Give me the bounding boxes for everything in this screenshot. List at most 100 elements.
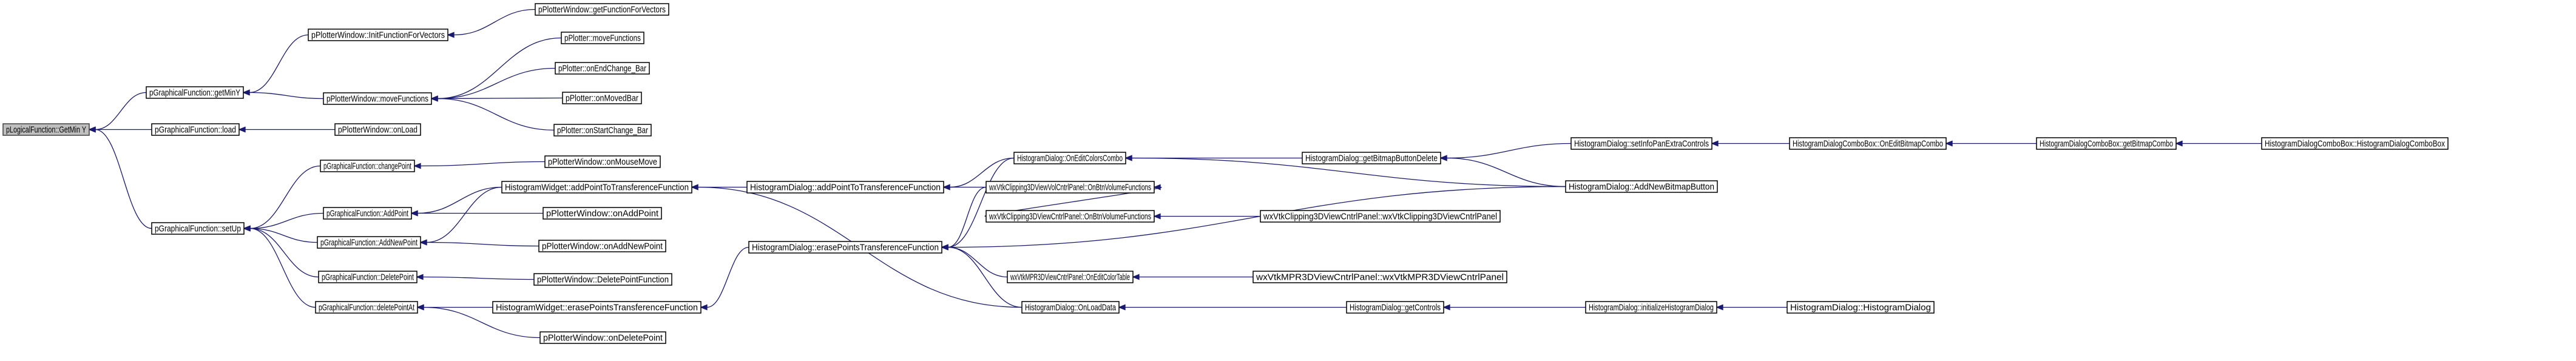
node-pgraphicalfunction-changepoint[interactable]: pGraphicalFunction::changePoint <box>320 160 415 172</box>
node-plogicalfunction-getmin-y[interactable]: pLogicalFunction::GetMin Y <box>2 123 90 136</box>
node-box <box>1253 271 1507 283</box>
node-histogramdialog-setinfopanextracontrols[interactable]: HistogramDialog::setInfoPanExtraControls <box>1570 137 1712 150</box>
node-box <box>2261 137 2449 150</box>
node-histogramdialogcombobox-histogramdialogcombobox[interactable]: HistogramDialogComboBox::HistogramDialog… <box>2261 137 2449 150</box>
edge-n30-n27 <box>947 246 1023 308</box>
node-pplotterwindow-getfunctionforvectors[interactable]: pPlotterWindow::getFunctionForVectors <box>535 3 669 16</box>
node-label: pGraphicalFunction::DeletePoint <box>322 272 414 283</box>
arrowhead <box>1439 155 1447 161</box>
node-pplotterwindow-onaddnewpoint[interactable]: pPlotterWindow::onAddNewPoint <box>538 240 666 252</box>
node-label: HistogramDialog::initializeHistogramDial… <box>1589 303 1714 313</box>
node-pplotter-onmovedbar[interactable]: pPlotter::onMovedBar <box>562 92 642 104</box>
node-pgraphicalfunction-load[interactable]: pGraphicalFunction::load <box>151 123 240 136</box>
node-pplotterwindow-onload[interactable]: pPlotterWindow::onLoad <box>334 123 421 136</box>
node-label: HistogramDialog::OnEditColorsCombo <box>1017 154 1123 164</box>
edge-n38-n37 <box>422 276 535 280</box>
node-histogramdialog-addnewbitmapbutton[interactable]: HistogramDialog::AddNewBitmapButton <box>1565 180 1718 193</box>
node-pplotterwindow-initfunctionforvectors[interactable]: pPlotterWindow::InitFunctionForVectors <box>308 29 448 41</box>
node-label: HistogramWidget::addPointToTransferenceF… <box>505 183 689 193</box>
node-label: pPlotterWindow::onDeletePoint <box>543 333 663 343</box>
node-label: HistogramDialog::AddNewBitmapButton <box>1569 182 1714 192</box>
node-wxvtkmpr3dviewcntrlpanel-oneditcolortable[interactable]: wxVtkMPR3DViewCntrlPanel::OnEditColorTab… <box>1007 271 1134 283</box>
node-box <box>1007 271 1134 283</box>
node-box <box>315 301 418 314</box>
node-label: HistogramDialog::addPointToTransferenceF… <box>750 183 941 193</box>
node-pplotterwindow-movefunctions[interactable]: pPlotterWindow::moveFunctions <box>323 92 432 105</box>
node-label: pPlotterWindow::onAddNewPoint <box>542 241 663 252</box>
arrowhead <box>1124 155 1132 161</box>
edge-n14-n11 <box>249 212 324 229</box>
node-label: HistogramDialog::OnLoadData <box>1025 303 1116 313</box>
node-box <box>2036 137 2177 150</box>
arrowhead <box>941 244 948 251</box>
node-pplotterwindow-onaddpoint[interactable]: pPlotterWindow::onAddPoint <box>543 207 662 220</box>
node-label: wxVtkMPR3DViewCntrlPanel::wxVtkMPR3DView… <box>1256 272 1504 283</box>
node-histogramwidget-addpointtotransferencefunction[interactable]: HistogramWidget::addPointToTransferenceF… <box>501 181 692 194</box>
node-box <box>985 210 1155 223</box>
node-label: HistogramDialog::erasePointsTransference… <box>752 243 939 253</box>
node-box <box>748 241 942 254</box>
node-label: pPlotterWindow::getFunctionForVectors <box>538 5 666 15</box>
node-histogramdialogcombobox-oneditbitmapcombo[interactable]: HistogramDialogComboBox::OnEditBitmapCom… <box>1789 137 1947 150</box>
edge-n5-n4 <box>437 37 562 100</box>
node-label: pPlotter::moveFunctions <box>564 33 641 44</box>
edge-n4-n1 <box>249 92 324 100</box>
node-box <box>539 331 666 344</box>
arrowhead <box>430 95 438 102</box>
arrowhead <box>88 126 96 133</box>
arrowhead <box>1442 304 1450 311</box>
node-wxvtkmpr3dviewcntrlpanel-wxvtkmpr3dviewcntrlpanel[interactable]: wxVtkMPR3DViewCntrlPanel::wxVtkMPR3DView… <box>1253 271 1507 283</box>
node-histogramdialog-addpointtotransferencefunction[interactable]: HistogramDialog::addPointToTransferenceF… <box>746 181 944 194</box>
edge-n35-n11 <box>249 228 318 243</box>
node-box <box>2 123 90 136</box>
graph-nodes: pLogicalFunction::GetMin YpGraphicalFunc… <box>2 3 2449 344</box>
node-box <box>555 62 650 75</box>
node-label: wxVtkMPR3DViewCntrlPanel::OnEditColorTab… <box>1010 272 1130 283</box>
node-histogramdialog-getbitmapbuttondelete[interactable]: HistogramDialog::getBitmapButtonDelete <box>1302 152 1441 164</box>
node-box <box>538 240 666 252</box>
node-box <box>1302 152 1441 164</box>
node-wxvtkclipping3dviewcntrlpanel-wxvtkclipping3dviewcntrlpanel[interactable]: wxVtkClipping3DViewCntrlPanel::wxVtkClip… <box>1260 210 1501 223</box>
node-histogramdialog-oneditcolorscombo[interactable]: HistogramDialog::OnEditColorsCombo <box>1013 152 1126 164</box>
node-pgraphicalfunction-addnewpoint[interactable]: pGraphicalFunction::AddNewPoint <box>317 236 421 249</box>
node-pplotter-movefunctions[interactable]: pPlotter::moveFunctions <box>561 32 644 44</box>
node-histogramdialogcombobox-getbitmapcombo[interactable]: HistogramDialogComboBox::getBitmapCombo <box>2036 137 2177 150</box>
node-histogramdialog-onloaddata[interactable]: HistogramDialog::OnLoadData <box>1021 301 1120 314</box>
arrowhead <box>1153 184 1161 191</box>
node-pgraphicalfunction-deletepointat[interactable]: pGraphicalFunction::deletePointAt <box>315 301 418 314</box>
arrowhead <box>242 89 250 96</box>
node-pgraphicalfunction-addpoint[interactable]: pGraphicalFunction::AddPoint <box>323 207 412 220</box>
arrowhead <box>416 274 424 280</box>
node-wxvtkclipping3dviewvolcntrlpanel-onbtnvolumefunctions[interactable]: wxVtkClipping3DViewVolCntrlPanel::OnBtnV… <box>985 181 1155 194</box>
node-box <box>562 92 642 104</box>
edge-n7-n4 <box>437 97 563 100</box>
node-histogramdialog-erasepointstransferencefunction[interactable]: HistogramDialog::erasePointsTransference… <box>748 241 942 254</box>
node-histogramdialog-histogramdialog[interactable]: HistogramDialog::HistogramDialog <box>1787 301 1935 314</box>
node-pgraphicalfunction-setup[interactable]: pGraphicalFunction::setUp <box>151 222 245 235</box>
node-pgraphicalfunction-getminy[interactable]: pGraphicalFunction::getMinY <box>146 86 244 99</box>
node-histogramwidget-erasepointstransferencefunction[interactable]: HistogramWidget::erasePointsTransference… <box>492 301 701 314</box>
node-box <box>320 160 415 172</box>
node-label: HistogramWidget::erasePointsTransference… <box>496 303 698 313</box>
node-pplotter-onendchange-bar[interactable]: pPlotter::onEndChange_Bar <box>555 62 650 75</box>
node-label: wxVtkClipping3DViewCntrlPanel::wxVtkClip… <box>1263 212 1497 222</box>
node-pplotterwindow-deletepointfunction[interactable]: pPlotterWindow::DeletePointFunction <box>533 273 672 286</box>
edge-n37-n11 <box>249 228 319 278</box>
node-wxvtkclipping3dviewcntrlpanel-onbtnvolumefunctions[interactable]: wxVtkClipping3DViewCntrlPanel::OnBtnVolu… <box>985 210 1155 223</box>
node-histogramdialog-getcontrols[interactable]: HistogramDialog::getControls <box>1346 301 1444 314</box>
node-label: pGraphicalFunction::AddNewPoint <box>320 238 418 248</box>
node-label: HistogramDialogComboBox::HistogramDialog… <box>2265 139 2445 149</box>
node-label: pGraphicalFunction::getMinY <box>149 88 240 98</box>
edge-n23-n17 <box>1131 157 1566 187</box>
arrowhead <box>1153 213 1161 220</box>
node-box <box>553 124 652 137</box>
node-pplotterwindow-ondeletepoint[interactable]: pPlotterWindow::onDeletePoint <box>539 331 666 344</box>
node-pgraphicalfunction-deletepoint[interactable]: pGraphicalFunction::DeletePoint <box>318 271 418 283</box>
node-pplotter-onstartchange-bar[interactable]: pPlotter::onStartChange_Bar <box>553 124 652 137</box>
edge-n27-n40 <box>706 246 749 308</box>
node-histogramdialog-initializehistogramdialog[interactable]: HistogramDialog::initializeHistogramDial… <box>1585 301 1717 314</box>
node-label: pGraphicalFunction::changePoint <box>323 161 412 172</box>
arrowhead <box>1132 274 1140 280</box>
node-pplotterwindow-onmousemove[interactable]: pPlotterWindow::onMouseMove <box>544 155 661 168</box>
